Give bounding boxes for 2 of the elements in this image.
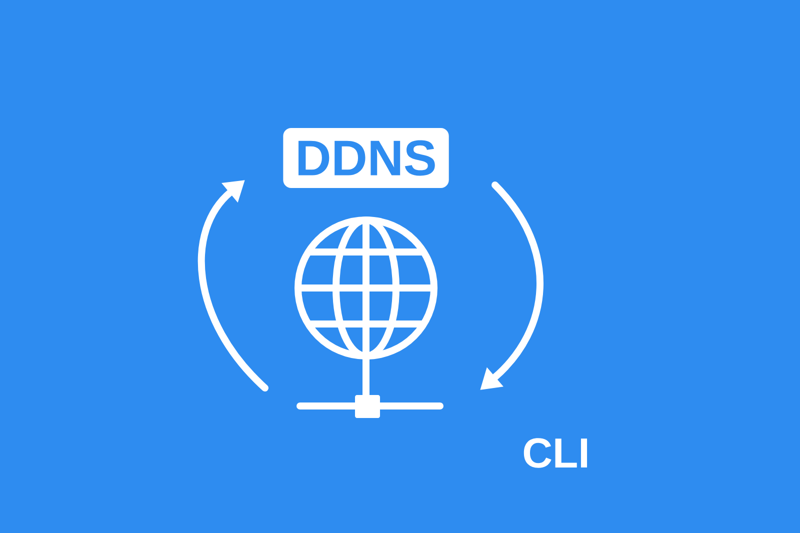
label: CLI xyxy=(524,438,588,468)
title-badge: DDNS xyxy=(283,128,449,188)
